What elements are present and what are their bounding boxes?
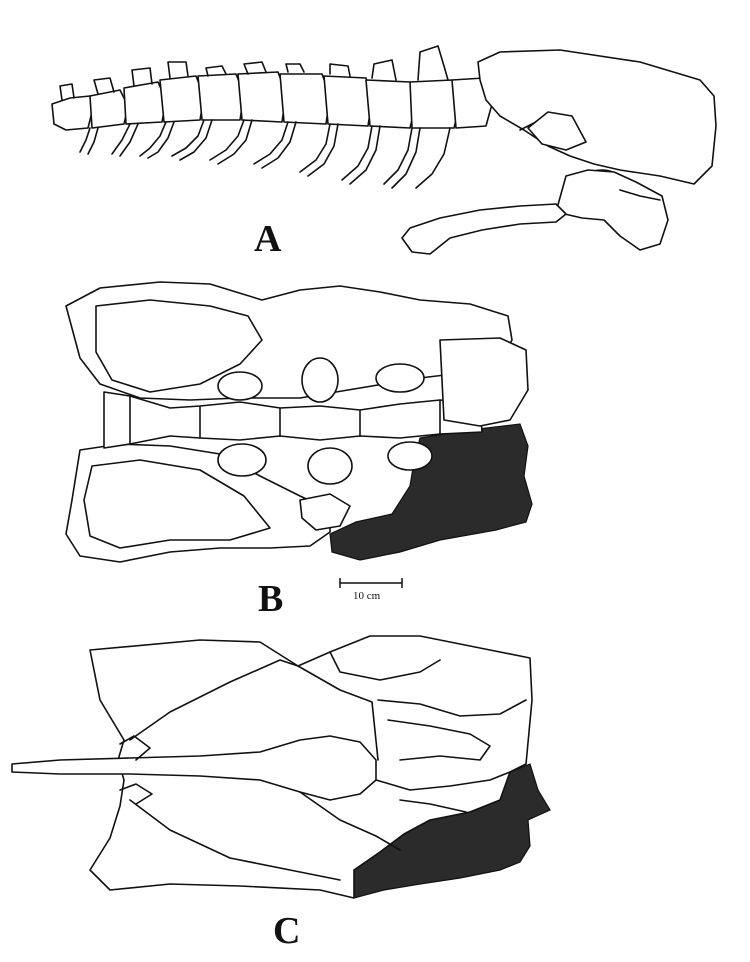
ribs (79, 119, 451, 189)
pubis-a (555, 169, 669, 251)
matrix-region-b (329, 423, 533, 561)
panel-label-c: C (273, 910, 301, 952)
panel-a-drawing (51, 45, 717, 255)
panel-label-a: A (254, 218, 282, 260)
prepubis-a (401, 203, 567, 255)
scale-bar (339, 578, 403, 588)
ilium-lower-b (65, 443, 331, 563)
vertebral-column (51, 71, 493, 131)
neural-spines (59, 45, 449, 101)
ilium-a (477, 49, 717, 185)
panel-b-drawing (65, 281, 533, 563)
sacral-centra-b (103, 391, 483, 449)
panel-c-drawing (11, 635, 551, 899)
panel-label-b: B (258, 578, 284, 620)
scale-bar-label: 10 cm (353, 590, 381, 602)
